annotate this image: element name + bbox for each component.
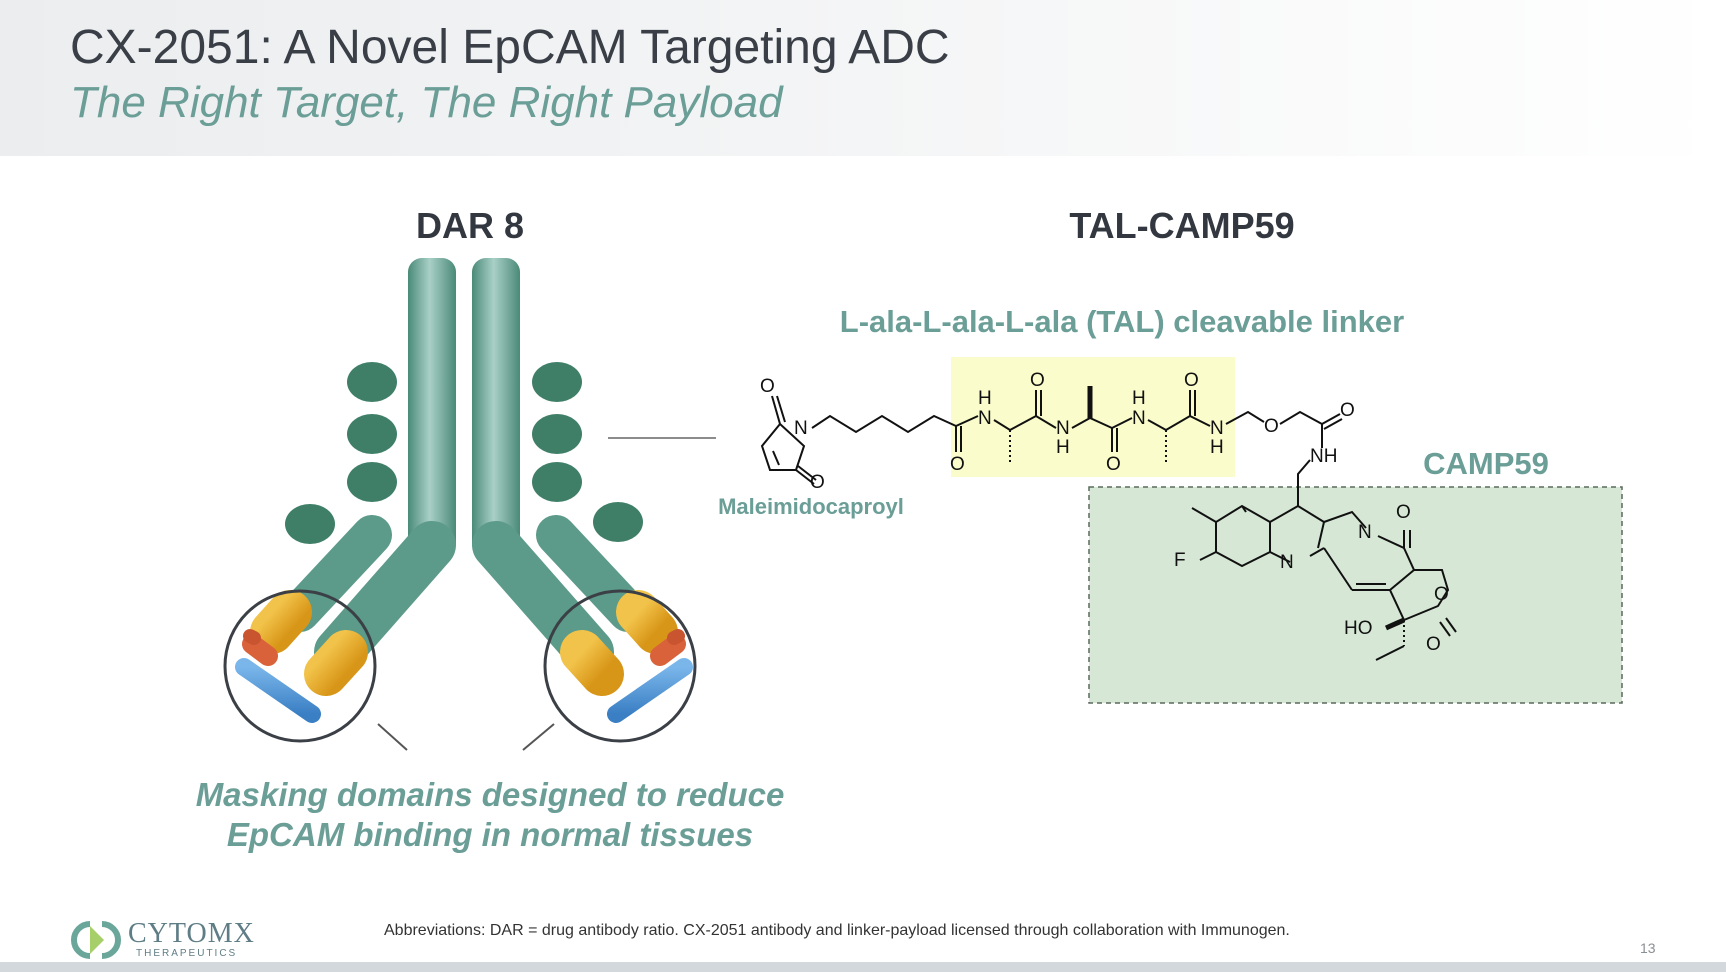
footer-band bbox=[0, 962, 1726, 972]
slide-subtitle: The Right Target, The Right Payload bbox=[70, 78, 783, 127]
masking-circle-left bbox=[223, 589, 377, 743]
masking-caption-line2: EpCAM binding in normal tissues bbox=[227, 816, 753, 853]
slide-title: CX-2051: A Novel EpCAM Targeting ADC bbox=[70, 21, 950, 74]
atom-O: O bbox=[1426, 634, 1441, 655]
atom-N: N bbox=[1056, 418, 1070, 439]
atom-N: N bbox=[794, 418, 808, 439]
atom-O: O bbox=[760, 376, 775, 397]
atom-O: O bbox=[1184, 370, 1199, 391]
light-chain-arm-right bbox=[536, 515, 648, 632]
payload-dot bbox=[532, 414, 582, 454]
linker-title: L-ala-L-ala-L-ala (TAL) cleavable linker bbox=[840, 304, 1404, 339]
atom-O: O bbox=[1030, 370, 1045, 391]
atom-F: F bbox=[1174, 550, 1186, 571]
masking-caption-line1: Masking domains designed to reduce bbox=[196, 776, 785, 813]
atom-H: H bbox=[1056, 437, 1070, 458]
abbreviations-footnote: Abbreviations: DAR = drug antibody ratio… bbox=[384, 922, 1290, 939]
molecule-bonds bbox=[760, 386, 1457, 661]
atom-N: N bbox=[1358, 522, 1372, 543]
logo-subtitle: THERAPEUTICS bbox=[136, 948, 238, 959]
payload-dot bbox=[532, 462, 582, 502]
payload-dot bbox=[347, 462, 397, 502]
page-number: 13 bbox=[1640, 940, 1656, 956]
atom-N: N bbox=[978, 408, 992, 429]
atom-N: N bbox=[1210, 418, 1224, 439]
atom-HO: HO bbox=[1344, 618, 1373, 639]
heavy-chain-stem-right bbox=[472, 258, 520, 558]
atom-H: H bbox=[1210, 437, 1224, 458]
masking-circle-right bbox=[543, 589, 697, 743]
payload-box bbox=[1088, 486, 1623, 704]
atom-H: H bbox=[978, 388, 992, 409]
atom-labels: O N O O H N O N H O H N O N H O O NH N N… bbox=[760, 370, 1449, 655]
atom-O: O bbox=[1264, 416, 1279, 437]
header-band: CX-2051: A Novel EpCAM Targeting ADC The… bbox=[0, 0, 1726, 156]
antibody-illustration: DAR 8 bbox=[196, 205, 785, 853]
payload-dot bbox=[532, 362, 582, 402]
payload-dot bbox=[347, 362, 397, 402]
atom-O: O bbox=[810, 472, 825, 493]
atom-H: H bbox=[1132, 388, 1146, 409]
masking-domain-left bbox=[223, 589, 408, 751]
logo-mark-icon bbox=[71, 921, 121, 959]
atom-O: O bbox=[1396, 502, 1411, 523]
heavy-chain-stem-left bbox=[408, 258, 456, 558]
payload-dot bbox=[593, 502, 643, 542]
cytomx-logo: CYTOMX THERAPEUTICS bbox=[70, 918, 254, 962]
light-chain-arm-left bbox=[280, 515, 392, 632]
atom-N: N bbox=[1132, 408, 1146, 429]
dar-label: DAR 8 bbox=[416, 205, 524, 246]
payload-dot bbox=[347, 414, 397, 454]
payload-title: CAMP59 bbox=[1423, 446, 1549, 481]
atom-O: O bbox=[1434, 584, 1449, 605]
payload-dot bbox=[285, 504, 335, 544]
molecule-title: TAL-CAMP59 bbox=[1069, 205, 1294, 246]
maleimide-label: Maleimidocaproyl bbox=[718, 494, 904, 519]
atom-O: O bbox=[1340, 400, 1355, 421]
atom-O: O bbox=[950, 454, 965, 475]
atom-O: O bbox=[1106, 454, 1121, 475]
tal-camp59-structure: TAL-CAMP59 L-ala-L-ala-L-ala (TAL) cleav… bbox=[718, 205, 1623, 704]
masking-domain-right bbox=[522, 589, 697, 751]
logo-wordmark: CYTOMX bbox=[128, 918, 255, 949]
atom-N: N bbox=[1280, 552, 1294, 573]
atom-NH: NH bbox=[1310, 446, 1337, 467]
